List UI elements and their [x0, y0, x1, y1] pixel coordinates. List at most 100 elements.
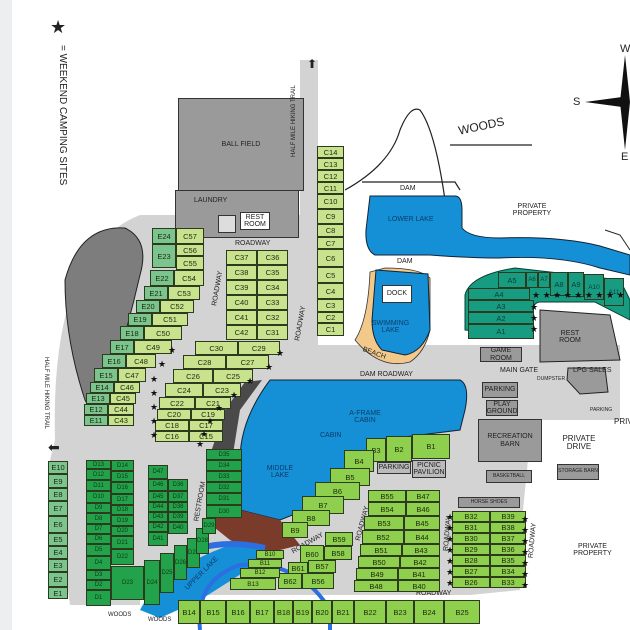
site-D24[interactable]: D24: [144, 560, 160, 605]
site-C24[interactable]: C24: [165, 383, 203, 397]
site-B49[interactable]: B49: [356, 568, 398, 580]
site-B11[interactable]: B11: [248, 559, 282, 568]
site-E10[interactable]: E10: [48, 461, 68, 474]
site-D14[interactable]: D14: [111, 460, 134, 471]
site-C16[interactable]: C16: [155, 431, 189, 442]
laundry[interactable]: LAUNDRY: [175, 190, 299, 238]
site-D38[interactable]: D38: [168, 502, 188, 512]
horse-shoes[interactable]: HORSE SHOES: [458, 497, 520, 508]
site-D33[interactable]: D33: [206, 471, 242, 482]
site-D9[interactable]: D9: [86, 503, 111, 513]
site-C42[interactable]: C42: [226, 325, 257, 340]
site-D1[interactable]: D1: [86, 590, 111, 606]
site-D23[interactable]: D23: [111, 566, 144, 600]
site-C3[interactable]: C3: [317, 299, 344, 312]
site-E19[interactable]: E19: [128, 313, 152, 326]
storage-barn[interactable]: STORAGE BARN: [557, 464, 599, 480]
site-C31[interactable]: C31: [257, 325, 288, 340]
site-E12[interactable]: E12: [84, 404, 108, 415]
site-E24[interactable]: E24: [152, 228, 176, 244]
site-B62[interactable]: B62: [278, 573, 302, 589]
site-A1[interactable]: A1: [468, 324, 534, 339]
site-D13[interactable]: D13: [86, 460, 111, 469]
site-C22[interactable]: C22: [159, 397, 195, 409]
site-D17[interactable]: D17: [111, 494, 134, 505]
site-D25[interactable]: D25: [160, 553, 174, 593]
site-D36[interactable]: D36: [168, 479, 188, 491]
site-B39[interactable]: B39: [490, 511, 526, 522]
site-E11[interactable]: E11: [84, 415, 108, 426]
site-C8[interactable]: C8: [317, 224, 344, 237]
site-D31[interactable]: D31: [206, 493, 242, 505]
site-C40[interactable]: C40: [226, 295, 257, 310]
site-D5[interactable]: D5: [86, 544, 111, 556]
site-D39[interactable]: D39: [168, 512, 188, 522]
site-B57[interactable]: B57: [308, 560, 336, 573]
site-B42[interactable]: B42: [400, 556, 440, 568]
site-C10[interactable]: C10: [317, 194, 344, 209]
site-D42[interactable]: D42: [148, 522, 168, 532]
site-C27[interactable]: C27: [226, 355, 269, 369]
site-B47[interactable]: B47: [406, 490, 440, 502]
site-D8[interactable]: D8: [86, 513, 111, 524]
site-C32[interactable]: C32: [257, 310, 288, 325]
site-B40[interactable]: B40: [398, 580, 440, 592]
site-C20[interactable]: C20: [157, 409, 191, 420]
site-E6[interactable]: E6: [48, 516, 68, 533]
site-C30[interactable]: C30: [195, 341, 238, 355]
site-C48[interactable]: C48: [126, 354, 156, 368]
site-B55[interactable]: B55: [368, 490, 406, 502]
site-B10[interactable]: B10: [256, 550, 284, 559]
recreation-barn[interactable]: RECREATION BARN: [478, 419, 542, 462]
site-C14[interactable]: C14: [317, 146, 344, 158]
site-B35[interactable]: B35: [490, 555, 526, 566]
site-E5[interactable]: E5: [48, 533, 68, 546]
site-B41[interactable]: B41: [398, 568, 440, 580]
site-A3[interactable]: A3: [468, 300, 534, 312]
site-A11[interactable]: A11: [604, 278, 624, 306]
site-B51[interactable]: B51: [360, 544, 402, 556]
site-D18[interactable]: D18: [111, 505, 134, 515]
site-E3[interactable]: E3: [48, 559, 68, 572]
site-D47[interactable]: D47: [148, 465, 168, 479]
site-C38[interactable]: C38: [226, 265, 257, 280]
site-B54[interactable]: B54: [368, 502, 406, 516]
site-C26[interactable]: C26: [173, 369, 213, 383]
site-C17[interactable]: C17: [189, 420, 223, 431]
site-E15[interactable]: E15: [94, 368, 118, 382]
site-B34[interactable]: B34: [490, 566, 526, 577]
site-C35[interactable]: C35: [257, 265, 288, 280]
site-C53[interactable]: C53: [168, 286, 200, 300]
laundry-rest-room[interactable]: REST ROOM: [240, 212, 270, 230]
site-C39[interactable]: C39: [226, 280, 257, 295]
site-C6[interactable]: C6: [317, 249, 344, 267]
site-A7[interactable]: A7: [538, 272, 550, 288]
site-C33[interactable]: C33: [257, 295, 288, 310]
site-B30[interactable]: B30: [452, 533, 490, 544]
site-D10[interactable]: D10: [86, 491, 111, 503]
site-B20[interactable]: B20: [312, 600, 332, 624]
site-B15[interactable]: B15: [200, 600, 226, 624]
picnic-pavilion[interactable]: PICNIC PAVILION: [412, 460, 446, 478]
site-D29[interactable]: D29: [202, 518, 216, 534]
site-B45[interactable]: B45: [404, 516, 440, 530]
site-C5[interactable]: C5: [317, 267, 344, 283]
site-C21[interactable]: C21: [195, 397, 231, 409]
site-B14[interactable]: B14: [178, 600, 200, 624]
site-C47[interactable]: C47: [118, 368, 146, 382]
site-A8[interactable]: A8: [550, 272, 568, 296]
site-E23[interactable]: E23: [152, 244, 176, 268]
site-D4[interactable]: D4: [86, 556, 111, 570]
site-C15[interactable]: C15: [189, 431, 223, 442]
site-A10[interactable]: A10: [584, 274, 604, 300]
site-E16[interactable]: E16: [102, 354, 126, 368]
site-C11[interactable]: C11: [317, 182, 344, 194]
site-B12[interactable]: B12: [240, 568, 280, 578]
site-B36[interactable]: B36: [490, 544, 526, 555]
site-B50[interactable]: B50: [358, 556, 400, 568]
site-B46[interactable]: B46: [406, 502, 440, 516]
site-E8[interactable]: E8: [48, 488, 68, 501]
site-B52[interactable]: B52: [362, 530, 404, 544]
site-C41[interactable]: C41: [226, 310, 257, 325]
site-B23[interactable]: B23: [386, 600, 414, 624]
